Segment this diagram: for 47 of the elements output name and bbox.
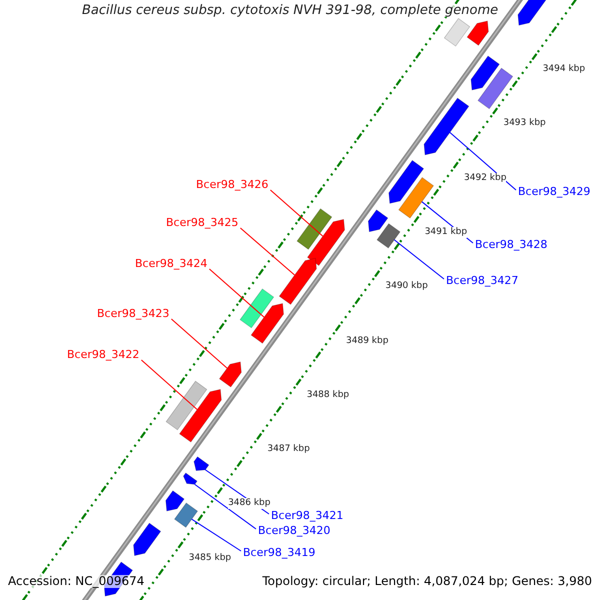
gene-label: Bcer98_3425	[166, 216, 238, 229]
gene-label: Bcer98_3429	[518, 185, 590, 198]
gene-label: Bcer98_3424	[135, 257, 208, 270]
scale-label: 3487 kbp	[267, 444, 310, 456]
scale-label: 3486 kbp	[228, 498, 270, 510]
leader-line	[270, 190, 324, 237]
gene-feature	[424, 98, 470, 156]
gene-label: Bcer98_3426	[196, 178, 268, 191]
gene-label: Bcer98_3422	[67, 348, 140, 361]
gene-feature	[165, 490, 185, 512]
scale-label: 3488 kbp	[306, 390, 350, 401]
gene-feature	[466, 20, 489, 46]
gene-feature	[470, 56, 500, 90]
footer-text: Topology: circular; Length: 4,087,024 bp; Genes: 3,980	[262, 575, 592, 588]
gene-feature	[307, 218, 345, 266]
gene-feature	[183, 472, 198, 485]
gene-feature	[194, 456, 210, 471]
gene-feature	[278, 258, 317, 305]
gene-label: Bcer98_3420	[258, 524, 330, 537]
footer-text: Accession: NC_009674	[8, 575, 144, 588]
scale-label: 3494 kbp	[542, 64, 586, 76]
scale-label: 3485 kbp	[188, 552, 232, 564]
leader-line	[170, 318, 228, 369]
scale-label: 3493 kbp	[503, 118, 546, 130]
scale-label: 3489 kbp	[346, 336, 388, 347]
title: Bacillus cereus subsp. cytotoxis NVH 391-98, complete genome	[82, 4, 498, 17]
gene-label: Bcer98_3423	[97, 307, 170, 320]
scale-label: 3492 kbp	[464, 172, 506, 184]
gene-label: Bcer98_3419	[243, 546, 316, 559]
leader-line	[194, 484, 256, 530]
gene-label: Bcer98_3428	[475, 238, 548, 251]
gene-feature	[179, 389, 222, 442]
leader-line	[208, 268, 265, 318]
scale-label: 3490 kbp	[385, 281, 428, 292]
scale-label: 3491 kbp	[424, 226, 468, 238]
leader-line	[191, 518, 242, 552]
gene-feature	[219, 361, 242, 388]
leader-line	[140, 360, 198, 410]
leader-line	[449, 132, 516, 190]
gene-feature	[368, 209, 388, 232]
gene-label: Bcer98_3427	[446, 274, 518, 287]
gene-feature	[388, 160, 424, 204]
leader-line	[394, 239, 444, 280]
gene-label: Bcer98_3421	[271, 509, 344, 522]
gene-feature	[250, 303, 284, 344]
leader-line	[240, 228, 296, 276]
gene-feature	[133, 522, 162, 556]
